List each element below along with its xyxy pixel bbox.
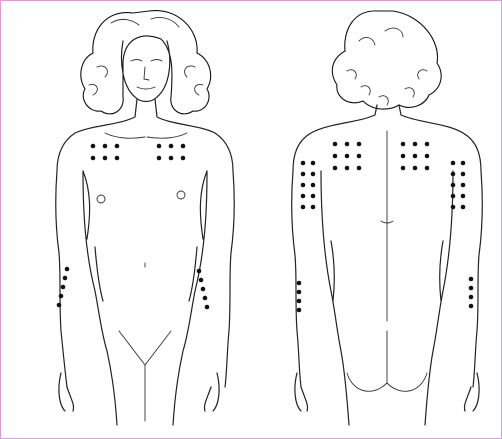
marker-dot [451, 161, 456, 166]
marker-dot [115, 144, 120, 149]
marker-dot [103, 156, 108, 161]
marker-dot [61, 285, 66, 290]
marker-dot [297, 299, 302, 304]
marker-dot [451, 172, 456, 177]
marker-dot [301, 205, 306, 210]
marker-dot [65, 267, 70, 272]
marker-dot [59, 294, 64, 299]
marker-dot [425, 166, 430, 171]
marker-dot [169, 144, 174, 149]
marker-dot [57, 303, 62, 308]
marker-dot [461, 172, 466, 177]
marker-dot [115, 156, 120, 161]
marker-dot [425, 154, 430, 159]
front-hand-right [204, 373, 219, 411]
back-upper-right-dots [401, 142, 430, 171]
marker-dot [333, 142, 338, 147]
marker-dot [345, 166, 350, 171]
front-nipple-right [177, 191, 185, 199]
back-forearm-left-dots [297, 281, 302, 313]
marker-dots [57, 142, 474, 313]
marker-dot [311, 194, 316, 199]
marker-dot [199, 278, 204, 283]
marker-dot [401, 142, 406, 147]
marker-dot [297, 308, 302, 313]
marker-dot [311, 205, 316, 210]
marker-dot [181, 144, 186, 149]
marker-dot [311, 161, 316, 166]
marker-dot [91, 156, 96, 161]
marker-dot [357, 166, 362, 171]
marker-dot [301, 194, 306, 199]
marker-dot [181, 156, 186, 161]
marker-dot [357, 142, 362, 147]
marker-dot [201, 287, 206, 292]
front-torso [56, 99, 235, 387]
marker-dot [451, 194, 456, 199]
marker-dot [297, 281, 302, 286]
marker-dot [413, 142, 418, 147]
marker-dot [157, 144, 162, 149]
marker-dot [469, 295, 474, 300]
marker-dot [103, 144, 108, 149]
back-hand-right [464, 373, 479, 411]
back-arm-left-dots [301, 161, 316, 210]
marker-dot [311, 172, 316, 177]
marker-dot [469, 304, 474, 309]
marker-dot [345, 142, 350, 147]
back-hand-left [295, 373, 308, 411]
marker-dot [357, 154, 362, 159]
back-upper-left-dots [333, 142, 362, 171]
marker-dot [333, 166, 338, 171]
front-figure [56, 11, 235, 425]
marker-dot [63, 276, 68, 281]
marker-dot [301, 172, 306, 177]
marker-dot [311, 183, 316, 188]
front-hair [81, 11, 211, 114]
marker-dot [301, 183, 306, 188]
marker-dot [91, 144, 96, 149]
back-figure [292, 11, 483, 425]
marker-dot [451, 183, 456, 188]
marker-dot [205, 305, 210, 310]
marker-dot [297, 290, 302, 295]
marker-dot [425, 142, 430, 147]
marker-dot [197, 269, 202, 274]
marker-dot [469, 277, 474, 282]
front-forearm-left-dots [57, 267, 70, 308]
marker-dot [413, 154, 418, 159]
marker-dot [345, 154, 350, 159]
front-chest-left-dots [91, 144, 120, 161]
marker-dot [461, 161, 466, 166]
front-eyes [131, 60, 162, 90]
marker-dot [401, 154, 406, 159]
marker-dot [461, 205, 466, 210]
marker-dot [301, 161, 306, 166]
marker-dot [203, 296, 208, 301]
front-chest-right-dots [157, 144, 186, 161]
marker-dot [157, 156, 162, 161]
marker-dot [461, 183, 466, 188]
marker-dot [413, 166, 418, 171]
marker-dot [169, 156, 174, 161]
marker-dot [451, 205, 456, 210]
marker-dot [401, 166, 406, 171]
front-nipple-left [97, 195, 105, 203]
front-face [122, 41, 170, 102]
back-forearm-right-dots [469, 277, 474, 309]
marker-dot [461, 194, 466, 199]
marker-dot [333, 154, 338, 159]
back-hair [332, 11, 441, 109]
marker-dot [469, 286, 474, 291]
